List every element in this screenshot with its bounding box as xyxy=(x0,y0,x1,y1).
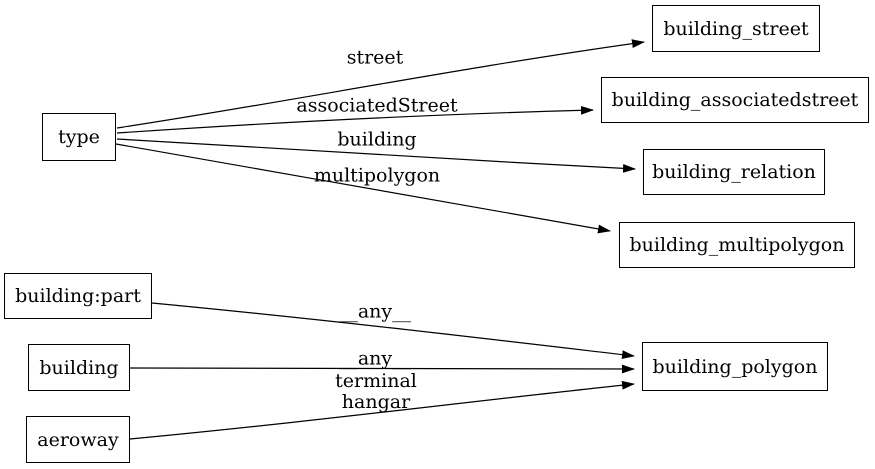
node-label-building: building xyxy=(39,356,119,379)
edge-label-type-street: street xyxy=(346,46,404,69)
node-building-part: building:part xyxy=(4,273,152,319)
node-building_multipolygon: building_multipolygon xyxy=(619,222,855,268)
edge-label-aeroway-terminal: terminal hangar xyxy=(335,370,417,413)
node-building: building xyxy=(28,344,130,391)
node-label-building_street: building_street xyxy=(663,17,809,40)
edge-label-building-any: __any__ xyxy=(338,347,412,370)
edge-label-type-building: building xyxy=(337,128,417,151)
node-aeroway: aeroway xyxy=(26,416,130,463)
edge-type-assocstreet xyxy=(116,105,594,134)
edge-buildingpart-any xyxy=(151,302,635,359)
node-label-building_associatedstreet: building_associatedstreet xyxy=(611,89,859,111)
node-label-building_multipolygon: building_multipolygon xyxy=(629,234,845,256)
node-label-building_relation: building_relation xyxy=(652,161,816,183)
node-label-building_polygon: building_polygon xyxy=(652,355,818,378)
node-label-type: type xyxy=(58,126,100,148)
node-building_street: building_street xyxy=(652,5,820,52)
node-label-building-part: building:part xyxy=(15,285,141,307)
node-building_relation: building_relation xyxy=(643,149,825,195)
node-building_polygon: building_polygon xyxy=(642,342,828,391)
node-building_associatedstreet: building_associatedstreet xyxy=(601,77,869,123)
edge-building-any xyxy=(129,364,635,374)
edge-type-street xyxy=(116,39,645,129)
node-type: type xyxy=(42,113,116,161)
edge-label-buildingpart-any: __any__ xyxy=(338,300,412,323)
node-label-aeroway: aeroway xyxy=(37,428,119,451)
edge-label-type-multipolygon: multipolygon xyxy=(313,164,441,187)
edge-type-multipolygon xyxy=(115,143,611,234)
edge-aeroway-terminal xyxy=(129,380,635,440)
edge-label-type-assocstreet: associatedStreet xyxy=(296,94,458,117)
edge-type-building xyxy=(116,138,636,173)
